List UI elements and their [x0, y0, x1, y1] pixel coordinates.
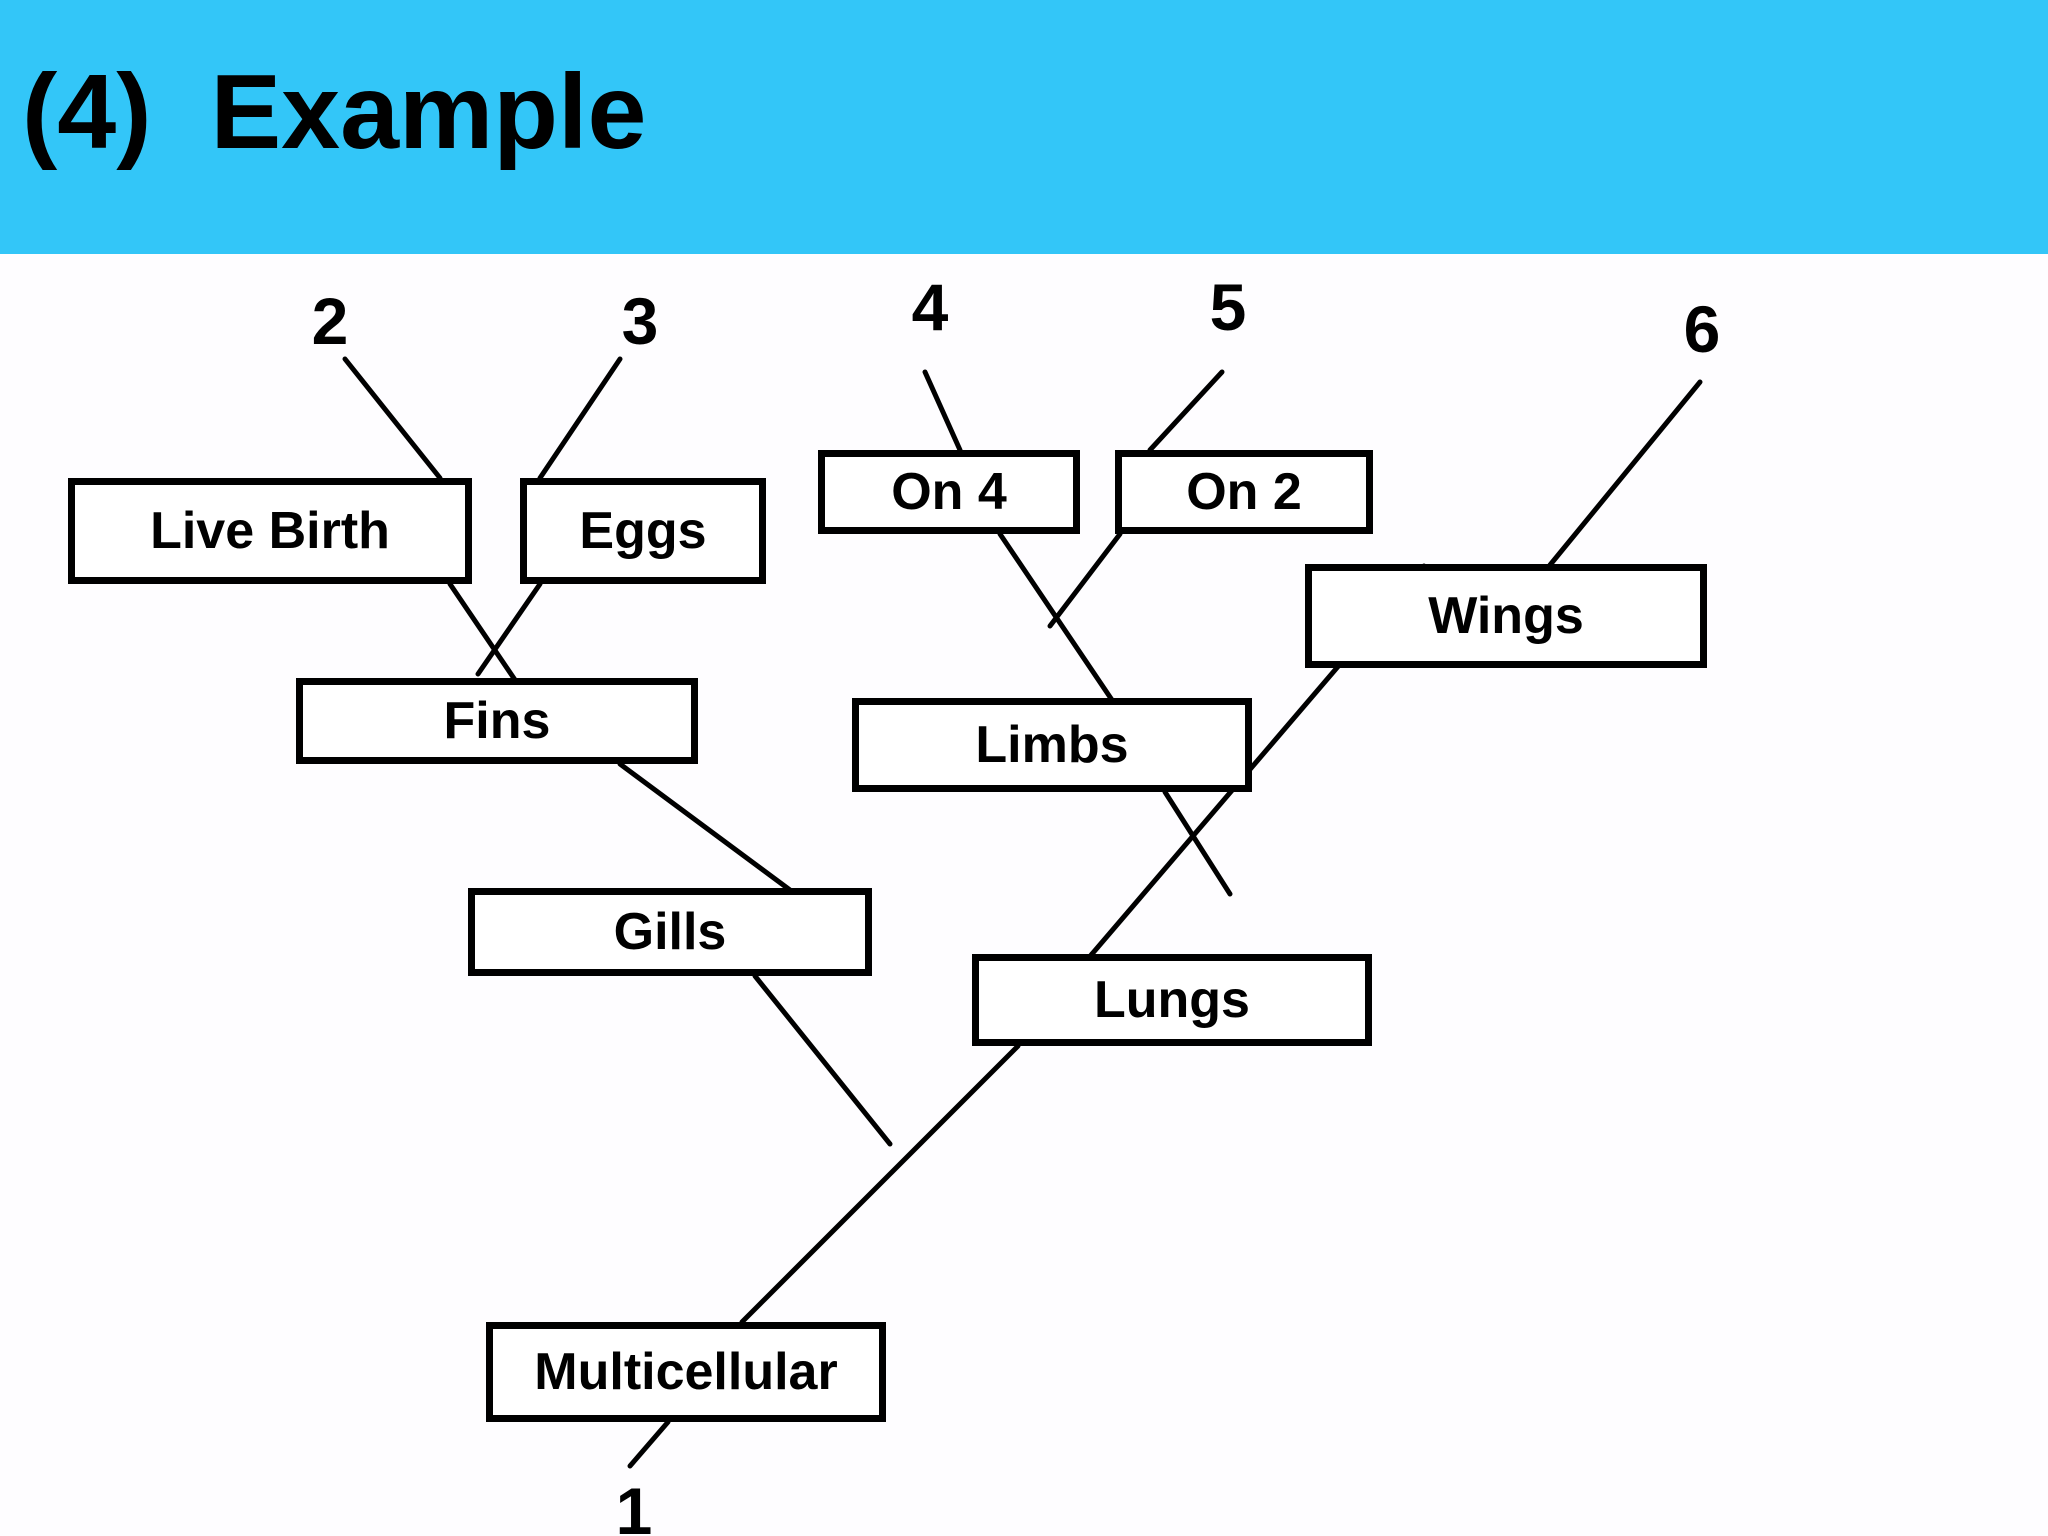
title-banner	[0, 0, 2048, 254]
step-number-6: 6	[1683, 292, 1721, 366]
leader-line-step1	[627, 1419, 671, 1469]
node-live-birth-label: Live Birth	[150, 502, 390, 560]
edge-on2-branch	[1047, 531, 1123, 629]
node-lungs-label: Lungs	[1094, 971, 1250, 1029]
leader-line-step2	[342, 356, 443, 481]
step-number-4: 4	[911, 270, 949, 344]
node-lungs[interactable]: Lungs	[972, 954, 1372, 1046]
leader-line-step5	[1147, 369, 1225, 453]
node-gills-label: Gills	[613, 903, 727, 961]
edge-gills-descent	[752, 973, 893, 1147]
leader-line-step6	[1547, 379, 1703, 568]
node-wings[interactable]: Wings	[1305, 564, 1707, 668]
node-on-2-label: On 2	[1186, 463, 1302, 521]
node-on-2[interactable]: On 2	[1115, 450, 1373, 534]
node-limbs[interactable]: Limbs	[852, 698, 1252, 792]
leader-line-step4	[922, 369, 963, 453]
node-fins[interactable]: Fins	[296, 678, 698, 764]
node-multicellular[interactable]: Multicellular	[486, 1322, 886, 1422]
node-eggs[interactable]: Eggs	[520, 478, 766, 584]
edge-eggs-branch	[475, 581, 543, 677]
node-limbs-label: Limbs	[975, 716, 1129, 774]
edge-on4-to-limbs	[997, 531, 1115, 703]
node-fins-label: Fins	[443, 692, 551, 750]
node-on-4-label: On 4	[891, 463, 1007, 521]
edge-fins-to-gills	[617, 761, 793, 893]
node-eggs-label: Eggs	[579, 502, 707, 560]
step-number-2: 2	[311, 284, 349, 358]
page-title: (4) Example	[22, 53, 647, 171]
edge-lungs-to-multicellular	[739, 1043, 1021, 1325]
node-gills[interactable]: Gills	[468, 888, 872, 976]
step-number-1: 1	[615, 1474, 653, 1536]
connector-lines	[342, 356, 1703, 1469]
node-multicellular-label: Multicellular	[534, 1343, 838, 1401]
step-number-3: 3	[621, 284, 659, 358]
node-live-birth[interactable]: Live Birth	[68, 478, 472, 584]
edge-limbs-descent	[1162, 789, 1233, 897]
dichotomous-key-diagram: 2 3 4 5 6 1 Live Birth Eggs On 4 On 2 Wi…	[0, 254, 2048, 1536]
leader-line-step3	[537, 356, 623, 481]
node-on-4[interactable]: On 4	[818, 450, 1080, 534]
node-wings-label: Wings	[1428, 587, 1584, 645]
step-number-5: 5	[1209, 270, 1247, 344]
